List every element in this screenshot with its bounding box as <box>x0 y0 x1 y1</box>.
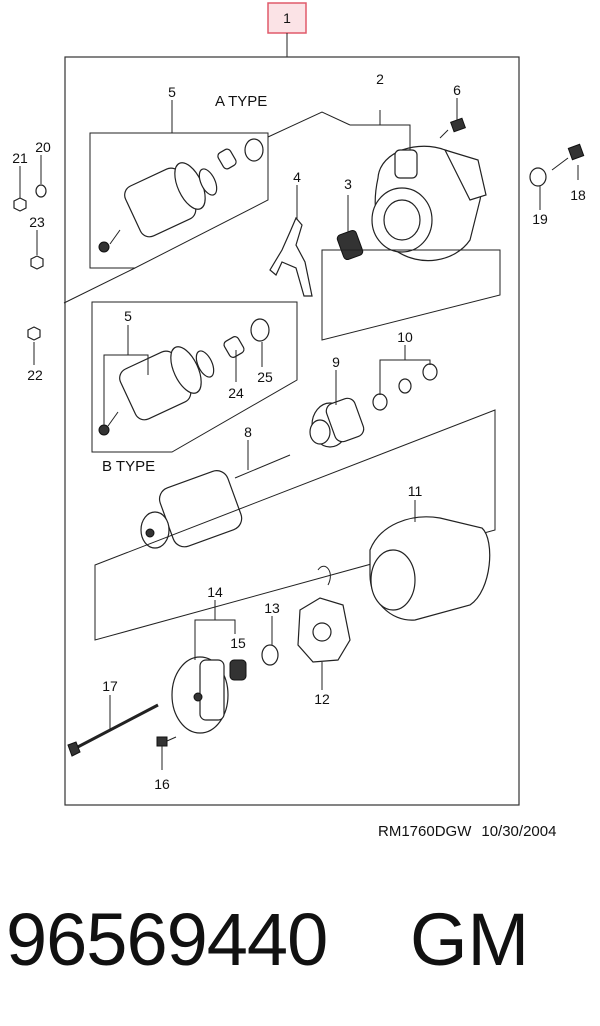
callout-12: 12 <box>314 691 330 707</box>
drive-group-outline <box>321 249 501 341</box>
b-type-label: B TYPE <box>102 458 155 475</box>
bushing-19[interactable] <box>529 167 547 187</box>
ring-set-10[interactable] <box>372 363 438 411</box>
leader-lines <box>19 98 579 770</box>
callout-23: 23 <box>29 214 45 230</box>
drawing-reference: RM1760DGW 10/30/2004 <box>378 823 566 840</box>
callout-9: 9 <box>332 354 340 370</box>
drawing-date: 10/30/2004 <box>481 823 557 840</box>
brand-name: GM <box>410 898 530 981</box>
brush-holder-12[interactable] <box>297 565 351 663</box>
callout-19: 19 <box>532 211 548 227</box>
bolt-18[interactable] <box>551 143 585 171</box>
callout-4: 4 <box>293 169 301 185</box>
callout-5-a: 5 <box>168 84 176 100</box>
part-number: 96569440 <box>6 898 328 981</box>
callout-3: 3 <box>344 176 352 192</box>
pinion-drive-9[interactable] <box>309 396 366 448</box>
motor-group-outline <box>94 409 496 641</box>
callout-17: 17 <box>102 678 118 694</box>
callout-8: 8 <box>244 424 252 440</box>
washer-20[interactable] <box>35 184 47 198</box>
through-bolt-17[interactable] <box>67 703 159 757</box>
a-type-group-outline <box>89 132 269 269</box>
nut-21[interactable] <box>13 197 27 212</box>
a-type-label: A TYPE <box>215 93 267 110</box>
callout-16: 16 <box>154 776 170 792</box>
callout-14: 14 <box>207 584 223 600</box>
callout-10: 10 <box>397 329 413 345</box>
solenoid-a-type[interactable] <box>98 138 264 253</box>
callout-22: 22 <box>27 367 43 383</box>
assembly-callout: 1 <box>283 10 291 26</box>
reduction-gear[interactable] <box>336 229 364 261</box>
callout-13: 13 <box>264 600 280 616</box>
screw-16[interactable] <box>156 736 177 747</box>
drawing-id: RM1760DGW <box>378 823 472 840</box>
front-housing[interactable] <box>371 145 487 262</box>
b-type-group-outline <box>91 301 298 453</box>
washer-13[interactable] <box>261 644 279 666</box>
b-type-cap-part-25 <box>250 318 270 342</box>
solenoid-b-type[interactable] <box>98 318 270 436</box>
callout-11: 11 <box>408 483 423 499</box>
rear-cover-14[interactable] <box>171 656 229 734</box>
b-type-plunger-part-24 <box>223 336 245 358</box>
callout-21: 21 <box>12 150 28 166</box>
callout-numbers: 2 3 4 5 5 6 8 9 10 11 12 13 14 15 16 17 … <box>12 71 586 792</box>
exploded-parts-diagram: 1 A TYPE B TYPE <box>12 2 586 806</box>
callout-24: 24 <box>228 385 244 401</box>
nut-22[interactable] <box>27 326 41 341</box>
callout-20: 20 <box>35 139 51 155</box>
assembly-frame <box>64 56 520 806</box>
yoke-11[interactable] <box>369 516 491 621</box>
bearing-15[interactable] <box>229 659 247 681</box>
callout-18: 18 <box>570 187 586 203</box>
armature-8[interactable] <box>140 454 291 550</box>
callout-5-b: 5 <box>124 308 132 324</box>
callout-6: 6 <box>453 82 461 98</box>
shift-lever[interactable] <box>269 216 313 297</box>
bolt-6[interactable] <box>439 117 466 139</box>
callout-15: 15 <box>230 635 246 651</box>
callout-2: 2 <box>376 71 384 87</box>
callout-25: 25 <box>257 369 273 385</box>
nut-23[interactable] <box>30 255 44 270</box>
